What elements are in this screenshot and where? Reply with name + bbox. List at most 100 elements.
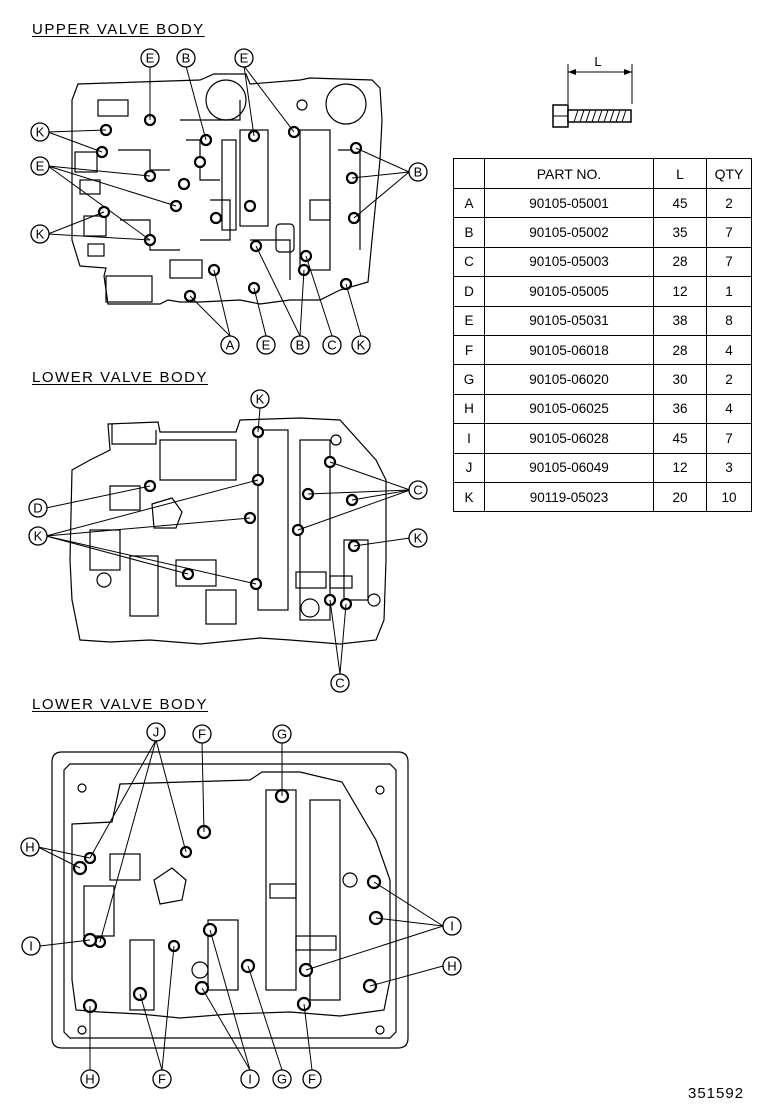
lower-valve-body-2 [51, 751, 409, 1049]
row-qty: 7 [706, 246, 752, 278]
row-length: 30 [653, 364, 707, 395]
lower2-leader-lines [37, 739, 444, 1071]
row-qty: 2 [706, 187, 752, 219]
header-key-cell [453, 158, 485, 189]
callout-upper-12: K [351, 335, 371, 355]
callout-upper-2: B [176, 48, 196, 68]
row-qty: 4 [706, 393, 752, 425]
callout-lower2-12: F [302, 1069, 322, 1089]
row-qty: 3 [706, 452, 752, 483]
callout-label: K [36, 125, 45, 140]
row-key: K [453, 481, 485, 513]
callout-label: K [357, 338, 366, 353]
row-length: 28 [653, 246, 707, 278]
callout-upper-4: K [30, 122, 50, 142]
callout-upper-7: K [30, 224, 50, 244]
header-part-no: PART NO. [484, 158, 654, 189]
callout-label: E [262, 338, 271, 353]
row-length: 12 [653, 452, 707, 483]
callout-label: K [34, 529, 43, 544]
callout-upper-8: A [220, 335, 240, 355]
row-length: 45 [653, 423, 707, 454]
callout-label: E [240, 51, 249, 66]
row-length: 35 [653, 217, 707, 248]
row-part-no: 90105-05031 [484, 305, 654, 336]
callout-lower1-3: D [28, 498, 48, 518]
row-key: F [453, 334, 485, 366]
callout-label: B [182, 51, 191, 66]
callout-label: I [248, 1072, 252, 1087]
row-length: 45 [653, 187, 707, 219]
callout-label: G [277, 727, 287, 742]
row-qty: 2 [706, 364, 752, 395]
callout-label: A [226, 338, 235, 353]
callout-label: K [36, 227, 45, 242]
row-part-no: 90105-05001 [484, 187, 654, 219]
callout-lower2-10: I [240, 1069, 260, 1089]
callout-upper-10: B [290, 335, 310, 355]
figure-number: 351592 [688, 1085, 745, 1102]
callout-label: E [146, 51, 155, 66]
callout-label: B [296, 338, 305, 353]
row-key: E [453, 305, 485, 336]
row-qty: 7 [706, 423, 752, 454]
callout-lower2-9: F [152, 1069, 172, 1089]
callout-lower1-5: K [408, 528, 428, 548]
lower-valve-body-1 [69, 417, 387, 645]
callout-label: C [327, 338, 336, 353]
row-part-no: 90119-05023 [484, 481, 654, 513]
callout-label: J [153, 725, 160, 740]
callout-lower1-6: C [330, 673, 350, 693]
callout-lower1-2: C [408, 480, 428, 500]
row-qty: 8 [706, 305, 752, 336]
lower1-leader-lines [45, 407, 411, 675]
row-length: 36 [653, 393, 707, 425]
row-part-no: 90105-06020 [484, 364, 654, 395]
callout-lower1-1: K [250, 389, 270, 409]
callout-lower2-1: J [146, 722, 166, 742]
row-part-no: 90105-06018 [484, 334, 654, 366]
callout-label: F [308, 1072, 316, 1087]
callout-lower2-8: H [80, 1069, 100, 1089]
callout-upper-1: E [140, 48, 160, 68]
upper-valve-body-title: UPPER VALVE BODY [32, 21, 205, 38]
callout-label: D [33, 501, 42, 516]
callout-lower2-2: F [192, 724, 212, 744]
callout-label: C [413, 483, 422, 498]
row-part-no: 90105-05002 [484, 217, 654, 248]
callout-upper-3: E [234, 48, 254, 68]
callout-lower2-3: G [272, 724, 292, 744]
callout-lower2-4: H [20, 837, 40, 857]
callout-lower2-6: I [442, 916, 462, 936]
row-key: C [453, 246, 485, 278]
bolt-length-label: L [594, 54, 601, 69]
upper-leader-lines [47, 65, 410, 337]
lower-valve-body-title-2: LOWER VALVE BODY [32, 696, 208, 713]
callout-label: K [414, 531, 423, 546]
row-length: 12 [653, 276, 707, 307]
callout-label: H [447, 959, 456, 974]
callout-lower2-7: H [442, 956, 462, 976]
callout-label: F [198, 727, 206, 742]
row-key: B [453, 217, 485, 248]
callout-label: C [335, 676, 344, 691]
callout-label: B [414, 165, 423, 180]
lower-valve-body-title: LOWER VALVE BODY [32, 369, 208, 386]
callout-label: E [36, 159, 45, 174]
upper-callouts: E B E K B E K A E B C K [30, 48, 428, 355]
upper-valve-body [71, 73, 383, 305]
callout-upper-11: C [322, 335, 342, 355]
row-part-no: 90105-06049 [484, 452, 654, 483]
bolt-illustration: L [552, 54, 633, 128]
lower2-callouts: J F G H I I H H F I G F [20, 722, 462, 1089]
callout-upper-9: E [256, 335, 276, 355]
